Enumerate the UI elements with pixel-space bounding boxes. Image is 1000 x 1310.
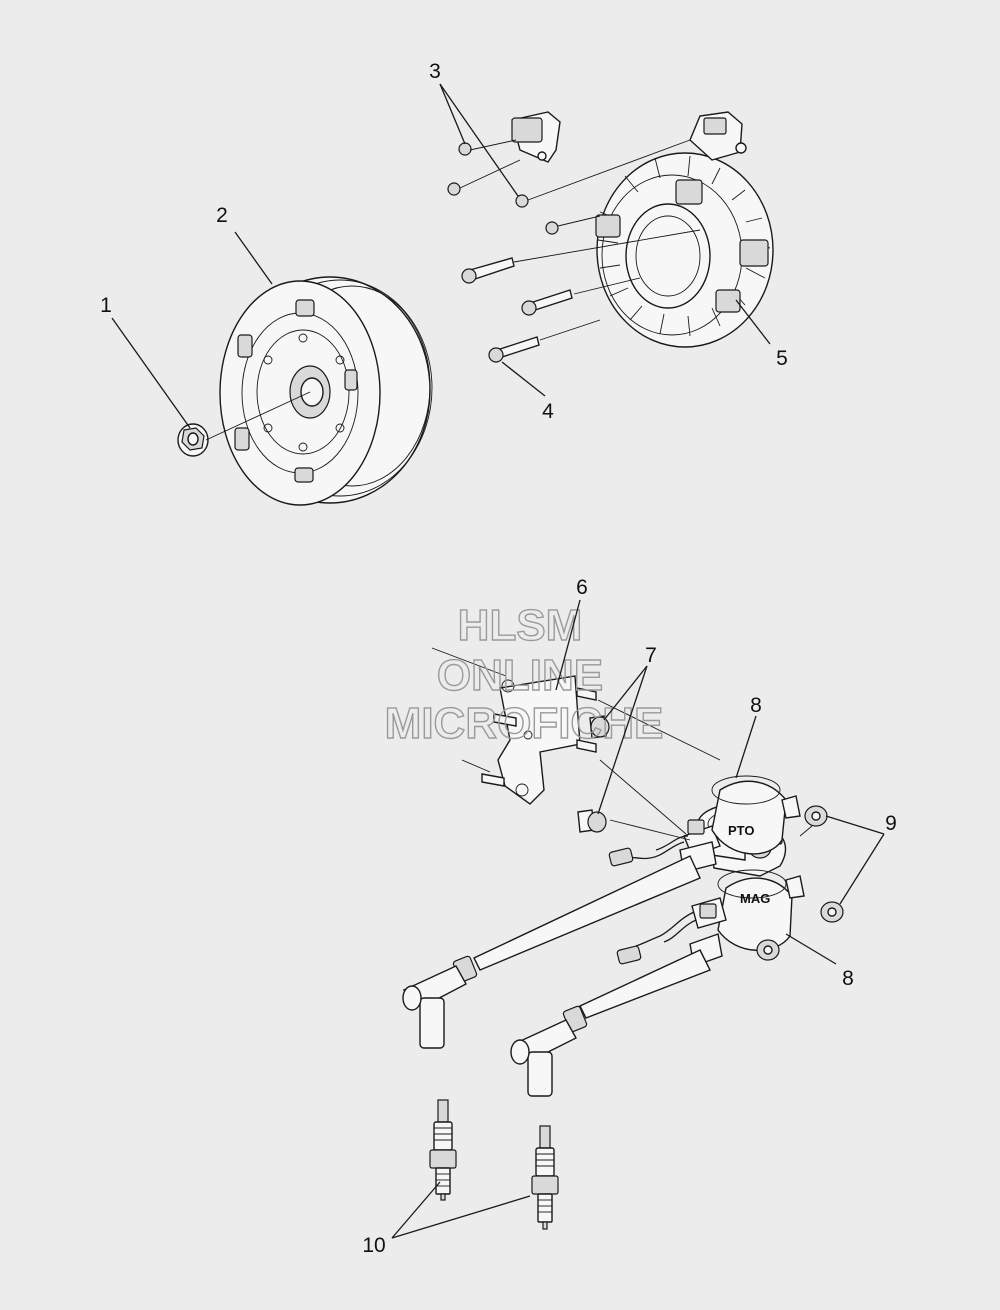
sensor-screws <box>447 142 559 235</box>
leader-lines <box>111 83 885 1239</box>
callout-9: 9 <box>885 812 897 835</box>
pickup-sensor <box>511 111 561 163</box>
callout-5: 5 <box>776 347 788 370</box>
watermark-line1: HLSM <box>458 601 583 650</box>
coil-nuts <box>804 805 844 923</box>
callout-3: 3 <box>429 60 441 83</box>
spark-plug-right <box>531 1125 559 1230</box>
ht-lead-upper <box>402 855 701 1049</box>
stator-bolts <box>461 257 573 363</box>
flywheel <box>219 276 433 506</box>
coil-bracket <box>481 675 597 805</box>
callout-1: 1 <box>100 294 112 317</box>
watermark-line3: MICROFICHE <box>385 699 664 748</box>
bracket-screws <box>577 715 610 833</box>
callout-4: 4 <box>542 400 554 423</box>
stator <box>595 111 774 348</box>
callout-8-upper: 8 <box>750 694 762 717</box>
callout-numbers: 1 2 3 4 5 6 7 8 8 9 10 <box>100 60 897 1257</box>
assembly-lines-upper <box>205 139 701 441</box>
assembly-lines-lower <box>431 647 813 841</box>
ht-lead-lower <box>510 949 711 1097</box>
ignition-coil-mag: MAG <box>616 869 805 967</box>
callout-8-lower: 8 <box>842 967 854 990</box>
watermark: HLSM ONLINE MICROFICHE <box>384 600 664 748</box>
spark-plug-left <box>429 1099 457 1201</box>
mag-label: MAG <box>740 891 770 906</box>
watermark-line2: ONLINE <box>437 651 603 700</box>
callout-7: 7 <box>645 644 657 667</box>
callout-6: 6 <box>576 576 588 599</box>
callout-2: 2 <box>216 204 228 227</box>
callout-10: 10 <box>362 1234 385 1257</box>
flange-nut <box>177 423 209 457</box>
pto-label: PTO <box>728 823 755 838</box>
pto-coil-body: PTO <box>711 775 801 855</box>
